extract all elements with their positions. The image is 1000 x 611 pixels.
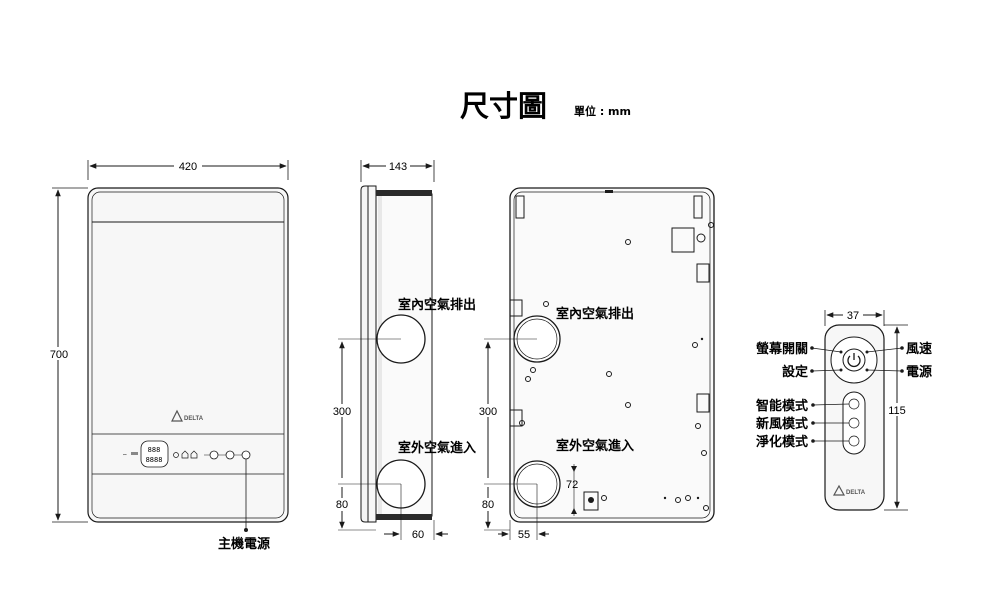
side-offset-value: 60 [412, 529, 424, 541]
side-depth-value: 143 [389, 161, 407, 173]
back-exhaust-label: 室內空氣排出 [556, 306, 634, 322]
wifi-icon: ⌔ [122, 454, 128, 460]
front-height-value: 700 [50, 349, 68, 361]
display-window [140, 440, 169, 468]
remote-width-value: 37 [847, 310, 859, 322]
unit-label: 單位 : mm [574, 104, 631, 118]
power-button[interactable] [241, 450, 251, 460]
fan-icon [173, 452, 179, 458]
front-brand: DELTA [184, 416, 204, 422]
label-smart-mode: 智能模式 [756, 398, 808, 414]
power-icon [847, 355, 861, 368]
label-fan-speed: 風速 [906, 341, 932, 357]
side-bottom-value: 80 [336, 499, 348, 511]
back-intake-label: 室外空氣進入 [556, 438, 634, 454]
side-exhaust-label: 室內空氣排出 [398, 297, 476, 313]
label-settings: 設定 [782, 364, 808, 380]
remote-brand: DELTA [846, 490, 866, 496]
delta-logo-icon [171, 409, 183, 422]
home-icon [190, 450, 198, 459]
panel-button[interactable] [225, 450, 235, 460]
back-bottom-value: 80 [482, 499, 494, 511]
label-purify-mode: 淨化模式 [756, 434, 808, 450]
page-title: 尺寸圖 [460, 89, 547, 123]
back-view: 室內空氣排出 室外空氣進入 300 80 72 55 [477, 187, 715, 541]
label-screen-toggle: 螢幕開關 [756, 341, 808, 357]
side-view: 143 室內空氣排出 室外空氣進入 300 80 60 [331, 159, 476, 541]
back-spacing-value: 300 [479, 406, 497, 418]
power-label: 主機電源 [218, 536, 270, 552]
remote-view: 37 115 DELTA [756, 308, 932, 511]
panel-button[interactable] [209, 450, 219, 460]
display-bottom: 8888 [146, 456, 163, 464]
back-hole-offset-value: 72 [566, 479, 578, 491]
back-offset-value: 55 [518, 529, 530, 541]
side-intake-label: 室外空氣進入 [398, 440, 476, 456]
front-body [87, 187, 289, 523]
front-view: 420 700 DELTA ⌔ 888 8888 [48, 159, 289, 552]
remote-height-value: 115 [888, 405, 906, 417]
home-icon [181, 450, 189, 459]
back-body [509, 187, 715, 523]
side-spacing-value: 300 [333, 406, 351, 418]
label-power: 電源 [906, 364, 932, 380]
label-fresh-air-mode: 新風模式 [756, 416, 808, 432]
remote-delta-logo-icon [832, 484, 846, 496]
front-width-value: 420 [179, 161, 197, 173]
control-panel: ⌔ 888 8888 [122, 440, 251, 468]
display-top: 888 [148, 446, 161, 454]
